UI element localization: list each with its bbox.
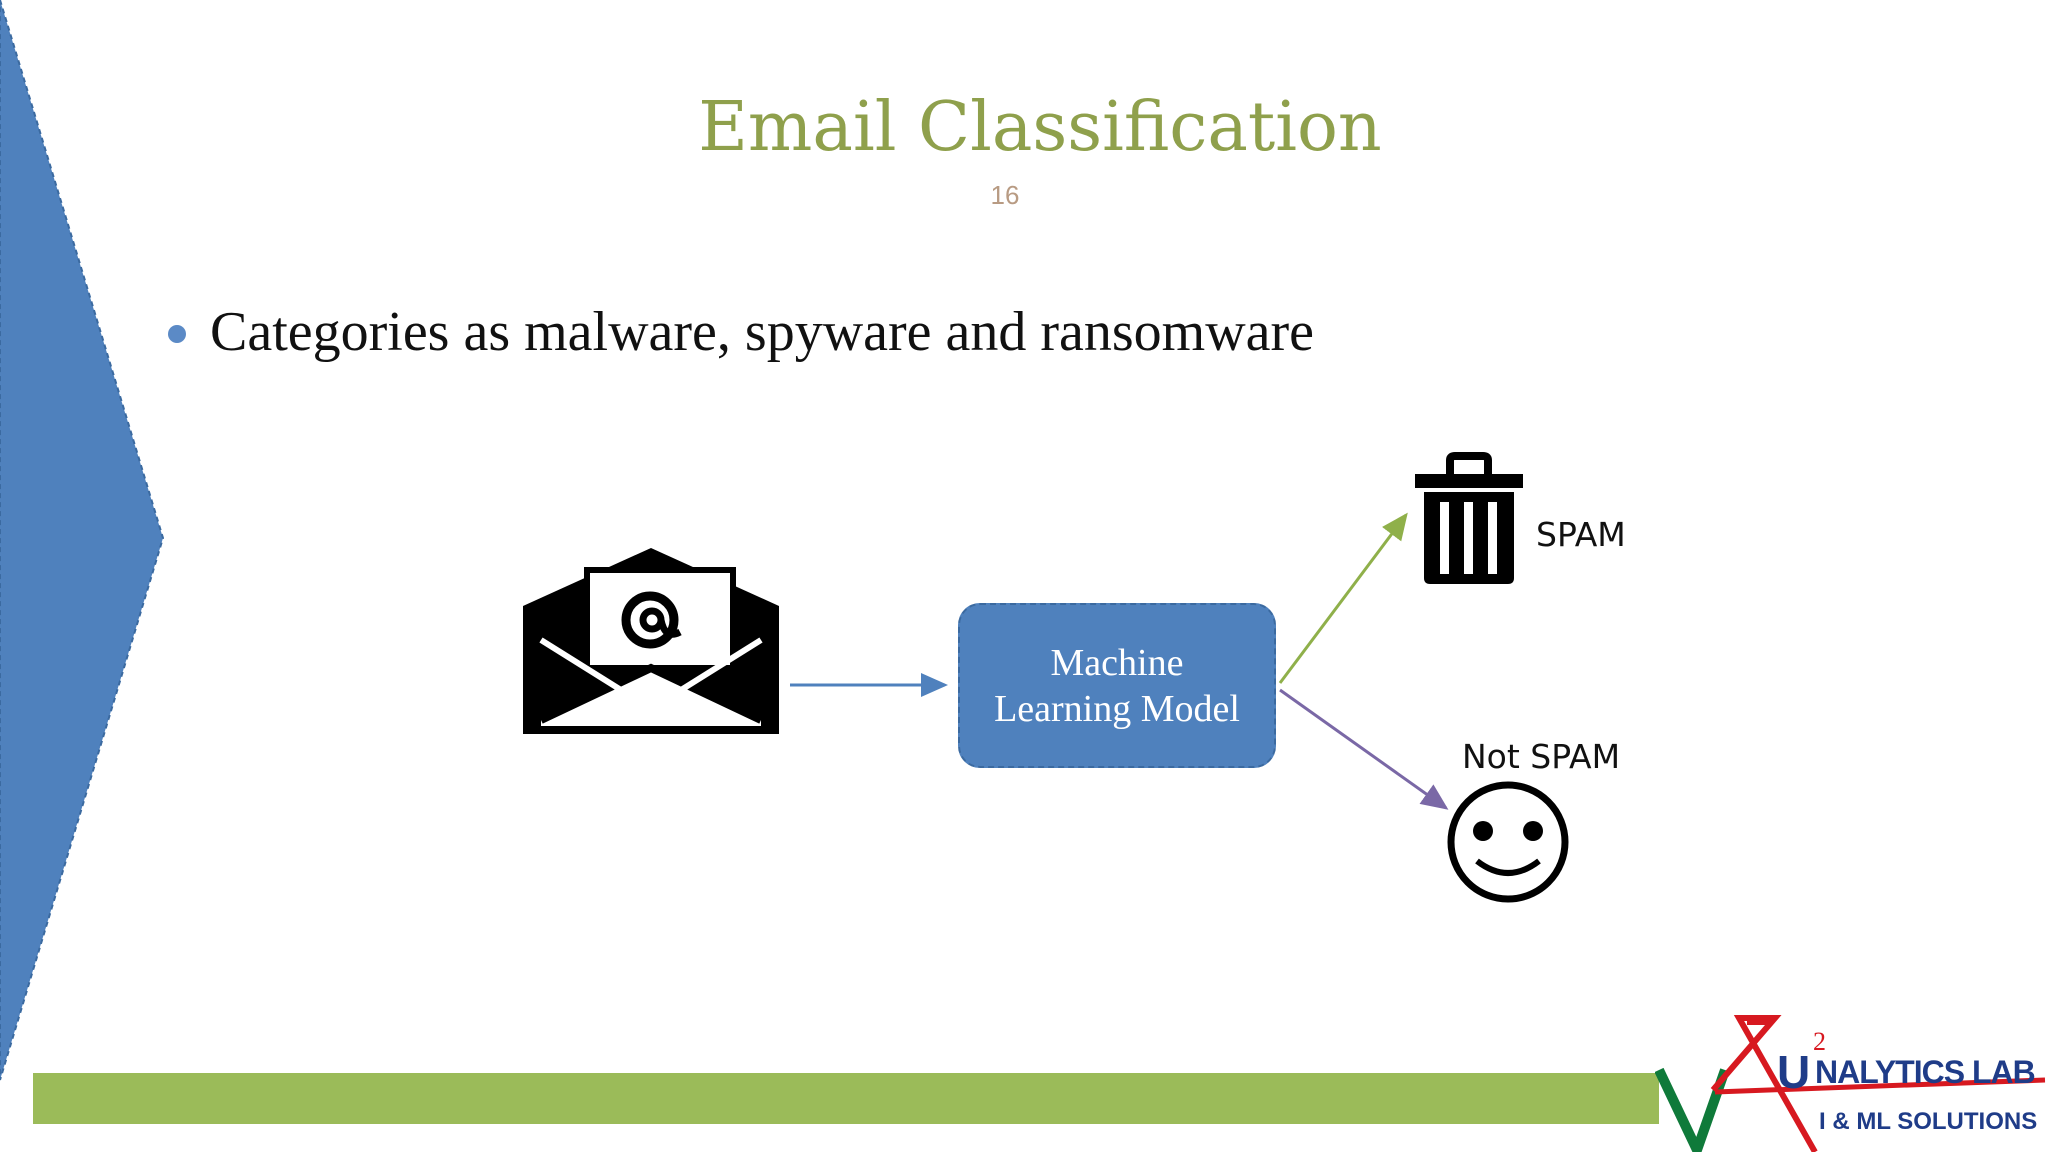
- arrow-model-to-not-spam: [1279, 688, 1449, 810]
- company-logo: U 2 NALYTICS LAB I & ML SOLUTIONS: [1655, 1010, 2048, 1152]
- logo-text-line1: NALYTICS LAB: [1815, 1054, 2036, 1090]
- bullet-dot-icon: [168, 325, 186, 343]
- arrow-model-to-spam: [1278, 512, 1408, 684]
- svg-text:2: 2: [1813, 1027, 1826, 1056]
- spam-label: SPAM: [1536, 515, 1626, 554]
- trash-can-icon: [1415, 452, 1523, 584]
- model-label-line2: Learning Model: [994, 687, 1240, 730]
- bullet-text: Categories as malware, spyware and ranso…: [210, 301, 1315, 363]
- slide-title: Email Classification: [698, 88, 1382, 167]
- machine-learning-model-box: Machine Learning Model: [958, 603, 1276, 768]
- svg-text:U: U: [1777, 1046, 1810, 1098]
- logo-mark-icon: U 2: [1655, 1015, 2046, 1152]
- bullet-item: Categories as malware, spyware and ranso…: [168, 300, 1314, 364]
- page-number: 16: [990, 180, 1020, 210]
- bottom-accent-bar: [33, 1073, 1659, 1124]
- not-spam-label: Not SPAM: [1462, 737, 1621, 776]
- email-envelope-icon: [523, 548, 779, 734]
- logo-text-line2: I & ML SOLUTIONS: [1819, 1108, 2038, 1135]
- model-label-line1: Machine: [1050, 641, 1184, 684]
- smiley-face-icon: [1447, 781, 1569, 903]
- left-chevron-decoration: [0, 0, 165, 1081]
